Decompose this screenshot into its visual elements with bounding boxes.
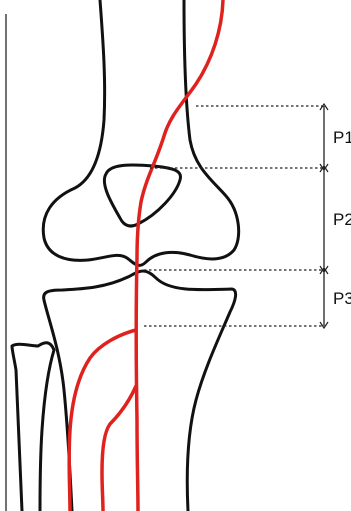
tibia-outline bbox=[44, 271, 236, 511]
segment-label-p1: P1 bbox=[333, 128, 351, 147]
segment-label-p3: P3 bbox=[333, 289, 351, 308]
popliteal-artery bbox=[136, 0, 223, 511]
peroneal-artery bbox=[102, 386, 136, 511]
fibula-outline bbox=[12, 343, 54, 511]
segment-label-p2: P2 bbox=[333, 210, 351, 229]
femur-outline bbox=[43, 0, 238, 265]
